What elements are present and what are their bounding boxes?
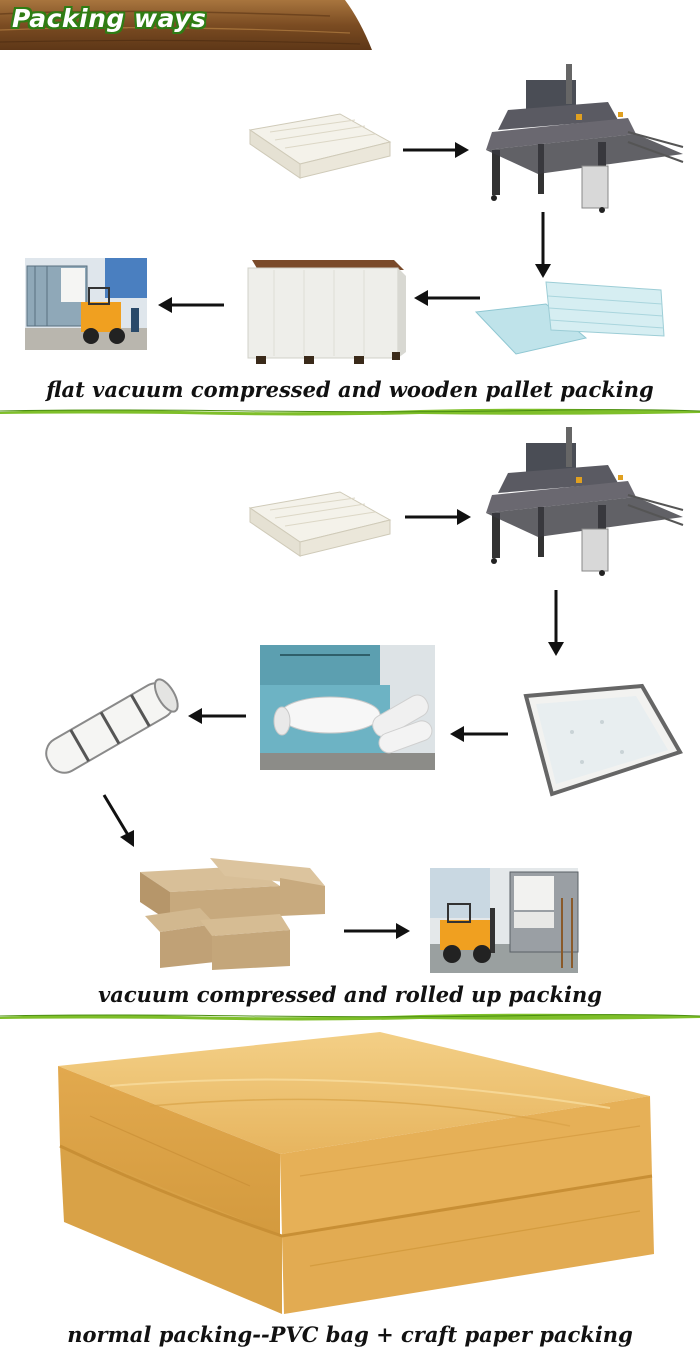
- section-caption-normal: normal packing--PVC bag + craft paper pa…: [67, 1322, 633, 1347]
- header-banner: [0, 0, 372, 50]
- arrow-right-icon: [405, 509, 471, 525]
- arrow-down-icon: [535, 212, 551, 278]
- grass-divider: [0, 1013, 700, 1021]
- section-caption-rolled: vacuum compressed and rolled up packing: [98, 982, 602, 1007]
- carton-boxes-icon: [140, 858, 325, 970]
- arrow-left-icon: [450, 726, 508, 742]
- arrow-down-right-icon: [102, 794, 134, 847]
- pvc-craft-paper-package-icon: [58, 1032, 654, 1314]
- arrow-right-icon: [403, 142, 469, 158]
- arrow-left-icon: [414, 290, 480, 306]
- rolling-machine-icon: [260, 645, 435, 770]
- arrow-down-icon: [548, 590, 564, 656]
- wooden-pallet-icon: [247, 260, 406, 364]
- mattress-icon: [248, 491, 392, 557]
- vacuum-bag-icon: [523, 683, 683, 797]
- arrow-left-icon: [188, 708, 246, 724]
- forklift-truck-icon: [430, 868, 579, 973]
- rolled-mattress-icon: [45, 678, 179, 774]
- grass-divider: [0, 408, 700, 416]
- arrow-right-icon: [344, 923, 410, 939]
- page-title: Packing ways: [12, 4, 207, 33]
- compress-machine-icon: [486, 64, 684, 213]
- compress-machine-icon: [486, 427, 684, 576]
- vacuum-sheets-icon: [474, 281, 665, 355]
- section-caption-flat: flat vacuum compressed and wooden pallet…: [46, 377, 654, 402]
- arrow-left-icon: [158, 297, 224, 313]
- forklift-truck-icon: [25, 258, 147, 350]
- mattress-icon: [248, 113, 392, 179]
